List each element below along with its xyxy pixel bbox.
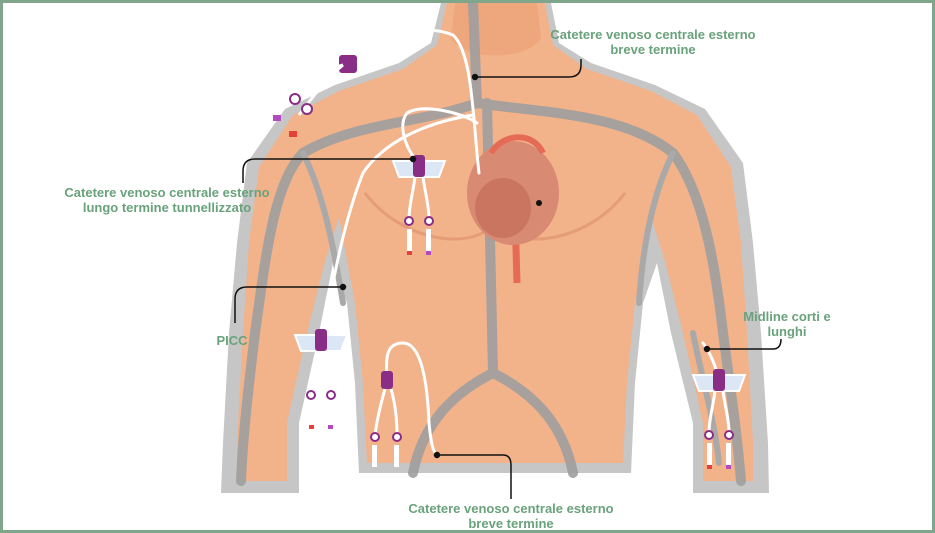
label-midline: Midline corti e lunghi (727, 309, 847, 339)
label-picc: PICC (207, 333, 257, 348)
label-long-term-tunneled: Catetere venoso centrale esterno lungo t… (47, 185, 287, 215)
label-short-term-top: Catetere venoso centrale esterno breve t… (537, 27, 769, 57)
vein-jugular (473, 3, 477, 103)
label-short-term-bottom: Catetere venoso centrale esterno breve t… (391, 501, 631, 531)
anatomy-illustration (3, 3, 935, 533)
neck (451, 3, 541, 56)
